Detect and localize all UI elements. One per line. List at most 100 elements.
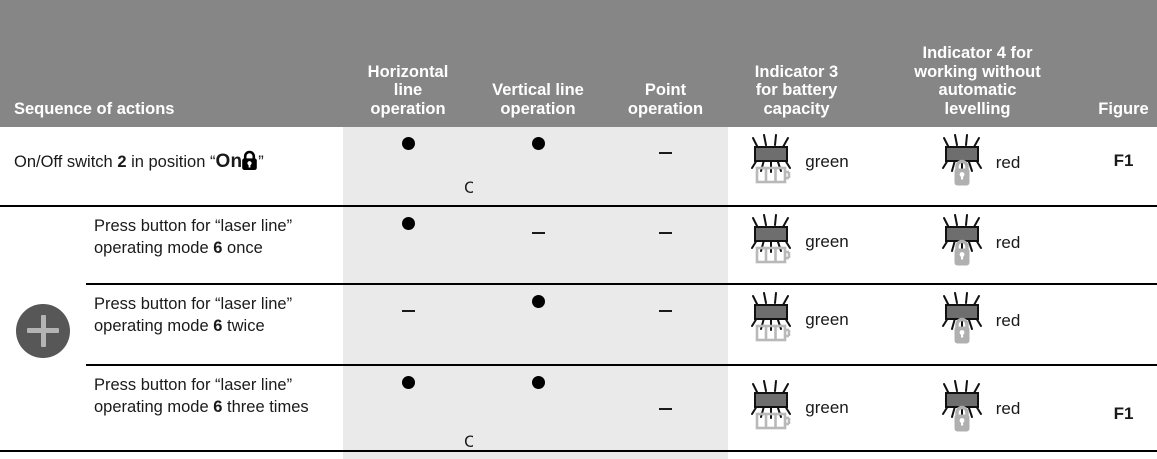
action-text-middle: in position: [126, 153, 210, 171]
flashing-lock-indicator-icon: [941, 292, 982, 344]
marker-point: [603, 283, 728, 365]
dash-icon: [659, 152, 672, 154]
table-header: Sequence of actions Horizontal line oper…: [0, 0, 1157, 127]
marker-horizontal-line: [343, 283, 473, 365]
header-row: Sequence of actions Horizontal line oper…: [0, 0, 1157, 127]
dash-icon: [659, 408, 672, 410]
action-part-reference: 6: [213, 238, 223, 257]
table-row: Press button for “laser line” operating …: [0, 205, 1157, 459]
quote-open: “: [209, 153, 216, 171]
indicator-4-lock-group: red: [935, 292, 1021, 350]
indicator-4-cell: red: [865, 127, 1090, 206]
table-row: Press button for “laser line” operating …: [0, 283, 1157, 365]
indicator-3-battery-group: green: [744, 134, 849, 190]
indicator-3-colour-label: green: [805, 232, 849, 251]
dash-icon: [659, 232, 672, 234]
marker-point: [603, 127, 728, 206]
figure-cell: F1: [1090, 127, 1157, 206]
header-line-3: operation: [370, 99, 446, 118]
header-horizontal-line-operation: Horizontal line operation: [343, 0, 473, 127]
flashing-battery-indicator-icon: [751, 292, 792, 342]
action-part-reference: 6: [213, 397, 223, 416]
action-text-suffix: once: [222, 238, 263, 257]
indicator-3-colour-label: green: [805, 310, 849, 329]
header-line-2: operation: [627, 99, 704, 118]
action-text-prefix: Press button for “laser line” operating …: [94, 295, 293, 335]
indicator-4-cell: red: [865, 283, 1090, 365]
lock-icon: [242, 150, 258, 170]
marker-vertical-line: [473, 127, 603, 206]
marker-point: [603, 364, 728, 459]
plus-button-icon[interactable]: [16, 303, 70, 358]
flashing-battery-indicator-icon: [751, 134, 792, 184]
indicator-3-cell: green: [728, 205, 865, 284]
dash-icon: [401, 310, 415, 312]
header-line-2: working without: [914, 62, 1041, 81]
action-cell-press-once: Press button for “laser line” operating …: [86, 205, 343, 284]
filled-dot-icon: [401, 217, 415, 230]
marker-horizontal-line: Cross-line operation: [343, 127, 612, 206]
header-indicator-4-working-without-automatic-levelling: Indicator 4 for working without automati…: [865, 0, 1090, 127]
plus-button-cell: [0, 205, 86, 459]
action-on-label: On: [215, 151, 243, 172]
indicator-3-cell: green: [728, 364, 865, 459]
action-cell-on-off-switch: On/Off switch 2 in position “On ”: [0, 127, 343, 206]
header-line-1: Vertical line: [492, 81, 584, 100]
indicator-3-colour-label: green: [805, 398, 849, 417]
dash-icon: [659, 310, 672, 312]
table-bottom-rule: [0, 450, 1157, 452]
figure-cell: F1: [1090, 364, 1157, 459]
marker-vertical-line: [473, 364, 603, 459]
header-line-2: line: [393, 81, 423, 100]
header-line-1: Point: [644, 81, 687, 100]
flashing-battery-indicator-icon: [751, 380, 792, 430]
indicator-4-lock-group: red: [935, 380, 1021, 438]
header-indicator-3-battery-capacity: Indicator 3 for battery capacity: [728, 0, 865, 127]
flashing-lock-indicator-icon: [941, 214, 982, 266]
filled-dot-icon: [531, 376, 545, 389]
filled-dot-icon: [401, 137, 415, 150]
header-line-4: levelling: [944, 99, 1011, 118]
indicator-4-lock-group: red: [935, 214, 1021, 272]
indicator-4-lock-group: red: [935, 134, 1021, 192]
indicator-4-colour-label: red: [995, 399, 1021, 418]
marker-vertical-line: [473, 205, 603, 284]
indicator-4-colour-label: red: [995, 311, 1021, 330]
action-cell-press-twice: Press button for “laser line” operating …: [86, 283, 343, 365]
marker-horizontal-line: [343, 205, 473, 284]
indicator-4-cell: red: [865, 364, 1090, 459]
action-text-suffix: twice: [222, 316, 265, 335]
indicator-3-cell: green: [728, 283, 865, 365]
quote-close: ”: [258, 153, 264, 171]
indicator-3-battery-group: green: [744, 214, 849, 270]
header-figure: Figure: [1098, 99, 1149, 118]
header-line-1: Horizontal: [367, 62, 449, 81]
figure-cell: [1090, 205, 1157, 284]
indicator-3-battery-group: green: [744, 380, 849, 436]
header-vertical-line-operation: Vertical line operation: [473, 0, 603, 127]
action-text-prefix: On/Off switch: [14, 153, 118, 171]
dash-icon: [531, 232, 545, 234]
header-line-3: automatic: [938, 81, 1017, 100]
figure-cell: [1090, 283, 1157, 365]
table-body: On/Off switch 2 in position “On ” Cross-…: [0, 127, 1157, 459]
action-text-prefix: Press button for “laser line” operating …: [94, 376, 293, 416]
action-cell-press-three-times: Press button for “laser line” operating …: [86, 364, 343, 459]
marker-vertical-line: [473, 283, 603, 365]
indicator-4-cell: red: [865, 205, 1090, 284]
header-point-operation: Point operation: [603, 0, 728, 127]
indicator-3-colour-label: green: [805, 152, 849, 171]
header-line-1: Indicator 3: [754, 62, 839, 81]
indicator-3-cell: green: [728, 127, 865, 206]
flashing-lock-indicator-icon: [941, 380, 982, 432]
action-text-suffix: three times: [222, 397, 309, 416]
header-sequence-of-actions: Sequence of actions: [14, 99, 175, 118]
indicator-4-colour-label: red: [995, 153, 1021, 172]
marker-horizontal-line: Cross-line operation: [343, 364, 612, 459]
indicator-4-colour-label: red: [995, 233, 1021, 252]
header-line-2: for battery: [755, 81, 838, 100]
header-line-1: Indicator 4 for: [922, 44, 1033, 63]
action-text-prefix: Press button for “laser line” operating …: [94, 217, 293, 257]
action-part-reference: 2: [117, 153, 127, 171]
